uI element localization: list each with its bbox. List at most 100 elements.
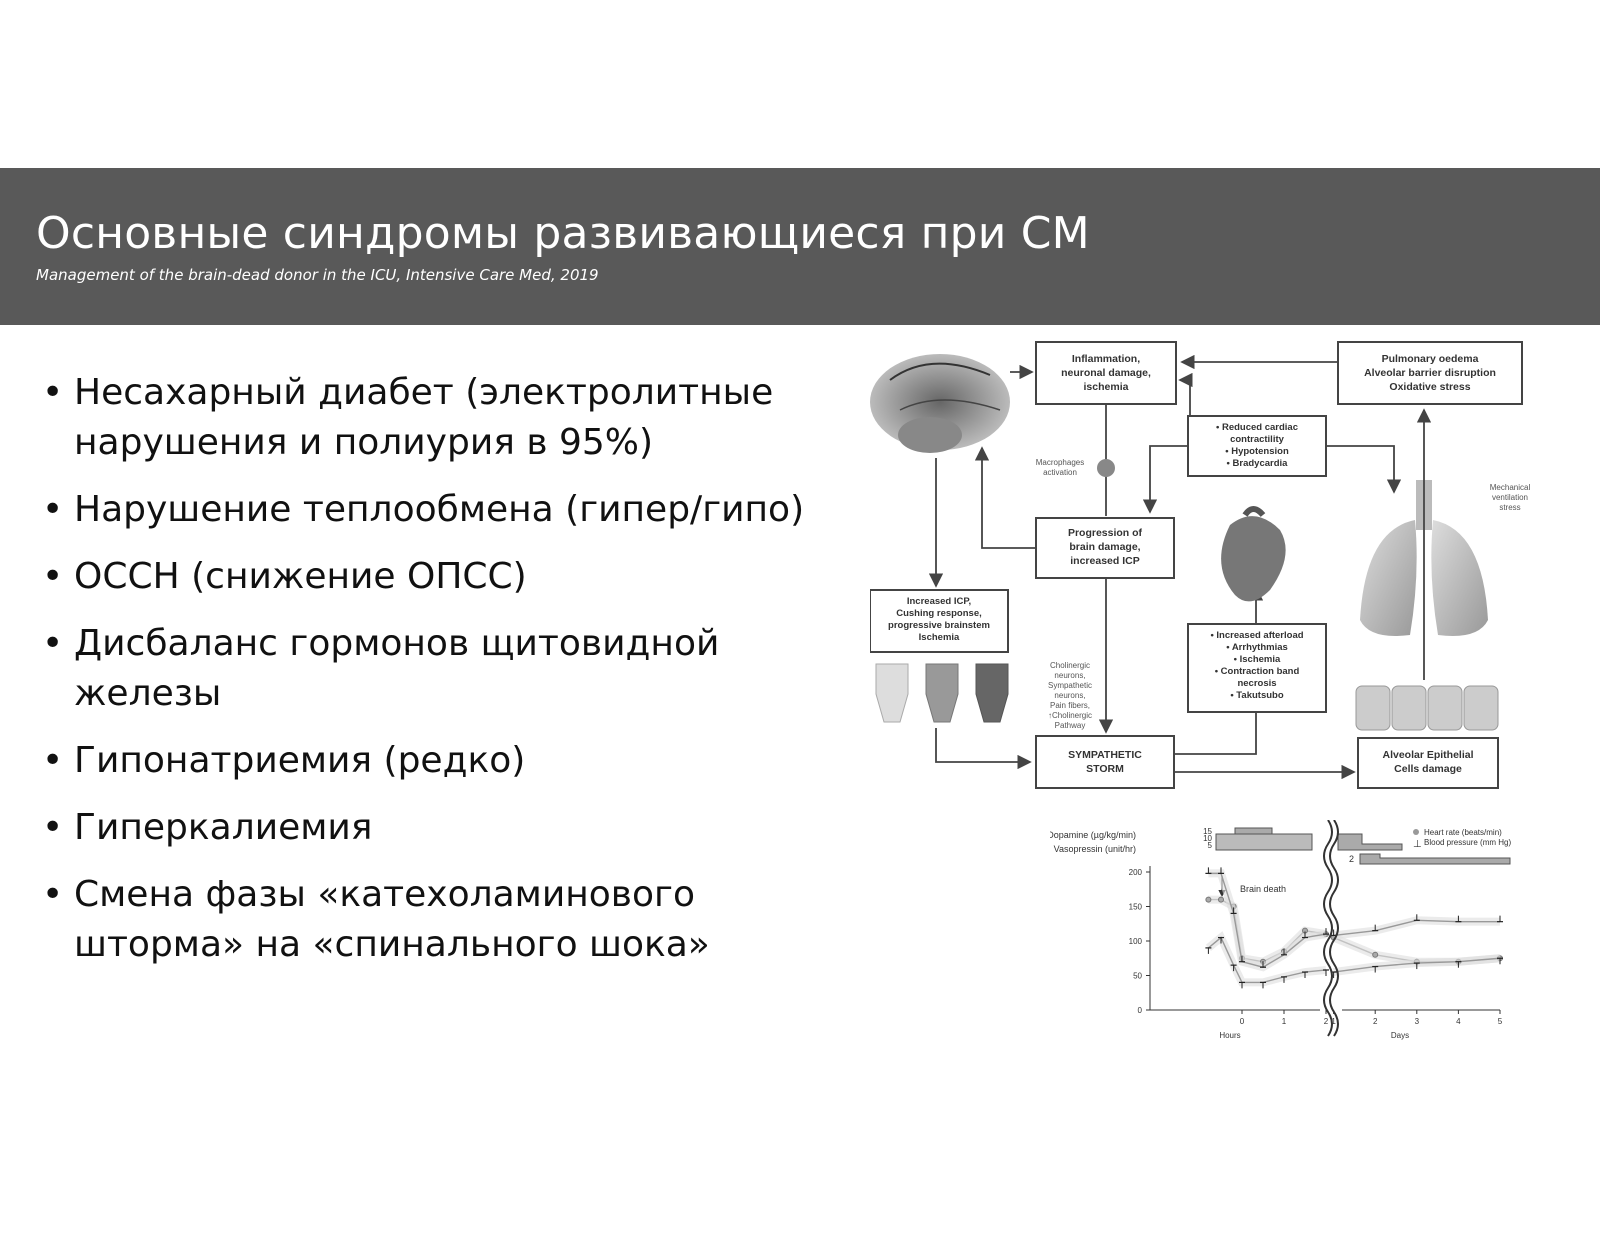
- svg-text:• Arrhythmias: • Arrhythmias: [1226, 642, 1288, 653]
- svg-text:Alveolar barrier disruption: Alveolar barrier disruption: [1364, 367, 1496, 379]
- box-icp: Increased ICP, Cushing response, progres…: [870, 589, 1009, 653]
- svg-text:Pulmonary oedema: Pulmonary oedema: [1382, 353, 1479, 365]
- svg-text:Pain fibers,: Pain fibers,: [1050, 701, 1090, 710]
- hr-point: [1218, 896, 1224, 903]
- svg-text:Inflammation,: Inflammation,: [1072, 353, 1140, 365]
- svg-text:• Hypotension: • Hypotension: [1225, 446, 1289, 457]
- svg-text:neuronal damage,: neuronal damage,: [1061, 367, 1151, 379]
- svg-text:stress: stress: [1499, 503, 1520, 512]
- box-alveolar: Alveolar Epithelial Cells damage: [1357, 737, 1499, 789]
- svg-text:↑Cholinergic: ↑Cholinergic: [1048, 711, 1092, 720]
- heart-illustration: [1221, 506, 1286, 602]
- title-banner: [0, 168, 1600, 325]
- svg-text:STORM: STORM: [1086, 763, 1124, 775]
- svg-text:ischemia: ischemia: [1084, 381, 1129, 393]
- box-afterload: • Increased afterload • Arrhythmias • Is…: [1187, 623, 1327, 713]
- svg-text:Alveolar Epithelial: Alveolar Epithelial: [1382, 749, 1473, 761]
- bullet-list: •Несахарный диабет (электролитные наруше…: [42, 368, 862, 987]
- svg-text:Oxidative stress: Oxidative stress: [1389, 381, 1470, 393]
- svg-text:Cholinergic: Cholinergic: [1050, 661, 1090, 670]
- svg-text:necrosis: necrosis: [1237, 678, 1276, 689]
- x-tick-label: 0: [1240, 1017, 1245, 1026]
- x-axis-label-days: Days: [1391, 1031, 1409, 1040]
- x-tick-label: 1: [1282, 1017, 1287, 1026]
- svg-text:activation: activation: [1043, 468, 1077, 477]
- x-axis-label-hours: Hours: [1219, 1031, 1240, 1040]
- box-inflammation: Inflammation, neuronal damage, ischemia: [1035, 341, 1177, 405]
- bullet-item: •Гиперкалиемия: [42, 807, 373, 848]
- svg-text:Macrophages: Macrophages: [1036, 458, 1084, 467]
- svg-text:brain damage,: brain damage,: [1069, 541, 1140, 553]
- box-pulmonary: Pulmonary oedema Alveolar barrier disrup…: [1337, 341, 1523, 405]
- dopamine-dose-bar-base: [1215, 833, 1313, 851]
- brainstem-illustrations: [875, 663, 1009, 723]
- brain-illustration: [870, 354, 1010, 453]
- svg-text:contractility: contractility: [1230, 434, 1285, 445]
- box-sympathetic-storm: SYMPATHETIC STORM: [1035, 735, 1175, 789]
- lungs-illustration: [1360, 480, 1488, 636]
- svg-text:Sympathetic: Sympathetic: [1048, 681, 1092, 690]
- series-bp-upper-band: [1208, 869, 1327, 972]
- slide-subtitle: Management of the brain-dead donor in th…: [36, 266, 599, 284]
- y-tick-label: 50: [1133, 972, 1142, 981]
- dose-tick: 5: [1208, 841, 1213, 850]
- alveolar-cells-illustration: [1355, 685, 1499, 731]
- legend-hr-marker: [1413, 829, 1419, 835]
- pathophysiology-diagram: Inflammation, neuronal damage, ischemia …: [870, 341, 1531, 789]
- hr-point: [1372, 951, 1379, 958]
- svg-text:Ischemia: Ischemia: [919, 632, 960, 643]
- dopamine-dose-bar-days: [1337, 833, 1403, 851]
- bullet-item: •Нарушение теплообмена (гипер/гипо): [42, 489, 805, 530]
- x-tick-label: 1: [1331, 1017, 1336, 1026]
- svg-text:increased ICP: increased ICP: [1070, 555, 1139, 567]
- bullet-item: •ОССН (снижение ОПСС): [42, 556, 527, 597]
- x-tick-label: 4: [1456, 1017, 1461, 1026]
- axis-break-wave: [1323, 820, 1333, 1037]
- axis-break-wave: [1329, 820, 1339, 1037]
- vasopressin-label: Vasopressin (unit/hr): [1054, 844, 1136, 854]
- svg-text:Pathway: Pathway: [1055, 721, 1086, 730]
- brain-death-label: Brain death: [1240, 884, 1286, 894]
- svg-text:• Reduced cardiac: • Reduced cardiac: [1216, 422, 1298, 433]
- hr-point: [1205, 896, 1212, 903]
- svg-text:• Bradycardia: • Bradycardia: [1227, 458, 1289, 469]
- svg-text:• Takutsubo: • Takutsubo: [1230, 690, 1283, 701]
- svg-text:neurons,: neurons,: [1054, 691, 1085, 700]
- svg-text:• Increased afterload: • Increased afterload: [1210, 630, 1303, 641]
- series-bp-lower-band: [1205, 931, 1327, 987]
- dose-tick: 10: [1203, 834, 1212, 843]
- legend-bp-marker: ⊥: [1413, 839, 1422, 850]
- svg-text:Progression of: Progression of: [1068, 527, 1143, 539]
- x-tick-label: 5: [1498, 1017, 1503, 1026]
- x-tick-label: 3: [1415, 1017, 1420, 1026]
- svg-text:Increased ICP,: Increased ICP,: [907, 596, 971, 607]
- svg-text:• Contraction band: • Contraction band: [1215, 666, 1300, 677]
- dose-tick: 15: [1203, 827, 1212, 836]
- box-cardiac: • Reduced cardiac contractility • Hypote…: [1187, 415, 1327, 477]
- svg-text:Cells damage: Cells damage: [1394, 763, 1462, 775]
- vasopressin-value: 2: [1349, 854, 1354, 864]
- y-tick-label: 100: [1129, 937, 1143, 946]
- svg-text:ventilation: ventilation: [1492, 493, 1528, 502]
- bullet-item: •Смена фазы «катехоламинового шторма» на…: [42, 874, 710, 965]
- bullet-item: •Гипонатриемия (редко): [42, 740, 526, 781]
- legend-hr: Heart rate (beats/min): [1424, 828, 1502, 837]
- vasopressin-dose-bar: [1359, 853, 1511, 865]
- y-tick-label: 200: [1129, 868, 1143, 877]
- slide-title: Основные синдромы развивающиеся при СМ: [36, 208, 1090, 259]
- macrophage-icon: [1097, 459, 1115, 477]
- x-tick-label: 2: [1373, 1017, 1378, 1026]
- x-tick-label: 2: [1324, 1017, 1329, 1026]
- box-progression: Progression of brain damage, increased I…: [1035, 517, 1175, 579]
- svg-text:neurons,: neurons,: [1054, 671, 1085, 680]
- series-bp-upper-band: [1333, 916, 1500, 940]
- bullet-item: •Дисбаланс гормонов щитовидной железы: [42, 623, 720, 714]
- svg-text:Mechanical: Mechanical: [1490, 483, 1531, 492]
- hemodynamic-chart: Dopamine (µg/kg/min) Vasopressin (unit/h…: [1050, 820, 1511, 1040]
- svg-text:• Ischemia: • Ischemia: [1234, 654, 1281, 665]
- dopamine-label: Dopamine (µg/kg/min): [1050, 830, 1136, 840]
- y-tick-label: 0: [1138, 1006, 1143, 1015]
- svg-text:progressive brainstem: progressive brainstem: [888, 620, 990, 631]
- bullet-item: •Несахарный диабет (электролитные наруше…: [42, 372, 774, 463]
- legend-bp: Blood pressure (mm Hg): [1424, 838, 1511, 847]
